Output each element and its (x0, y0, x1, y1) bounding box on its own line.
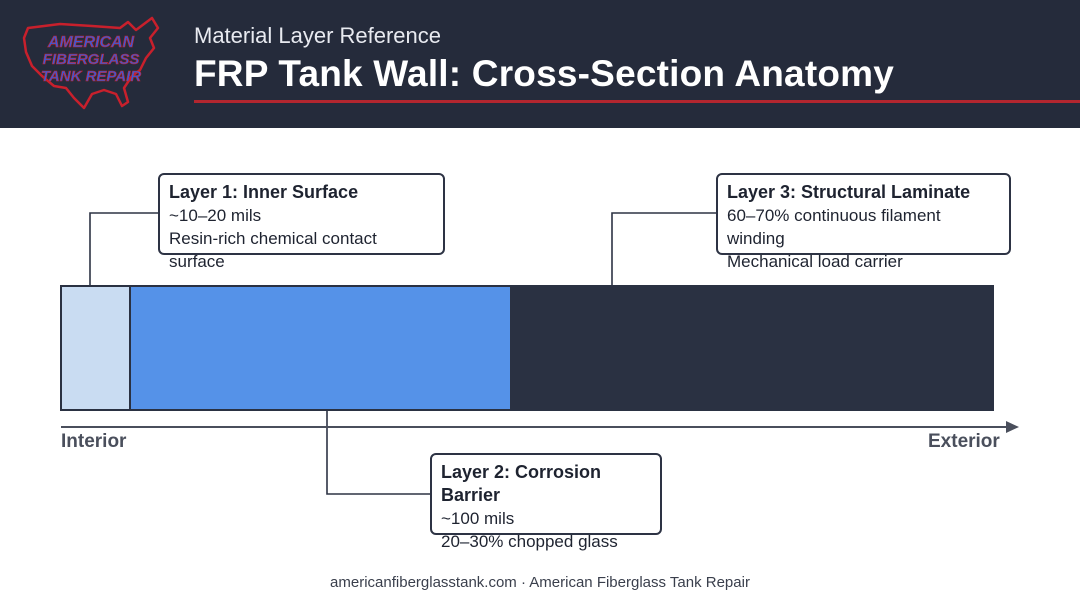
layer1-block (60, 285, 131, 411)
layer3-composition: 60–70% continuous filament winding (727, 206, 941, 248)
layer3-block (510, 285, 994, 411)
layer2-block (129, 285, 512, 411)
layer1-leader-line (89, 212, 159, 286)
layer1-thickness: ~10–20 mils (169, 206, 262, 225)
layer3-callout: Layer 3: Structural Laminate 60–70% cont… (716, 173, 1011, 271)
axis-arrowhead-icon (1006, 421, 1019, 433)
layer1-title: Layer 1: Inner Surface (169, 182, 359, 202)
interior-label: Interior (61, 431, 127, 452)
layer2-title: Layer 2: Corrosion Barrier (441, 462, 602, 505)
logo-text-line2: FIBERGLASS (43, 51, 140, 68)
layer3-description: Mechanical load carrier (727, 252, 903, 271)
title-underline (194, 100, 1080, 103)
header-bar: AMERICAN FIBERGLASS TANK REPAIR Material… (0, 0, 1080, 128)
layer2-leader-line (326, 410, 432, 495)
footer-credit: americanfiberglasstank.com · American Fi… (330, 574, 750, 591)
logo-text-line3: TANK REPAIR (41, 68, 141, 85)
layer3-title: Layer 3: Structural Laminate (727, 182, 971, 202)
logo-text-line1: AMERICAN (47, 34, 135, 51)
layer2-callout: Layer 2: Corrosion Barrier ~100 mils 20–… (430, 453, 662, 551)
page-subtitle: Material Layer Reference (194, 23, 442, 48)
usa-map-outline-icon (22, 16, 160, 110)
exterior-label: Exterior (928, 431, 1000, 452)
layer2-thickness: ~100 mils (441, 509, 515, 528)
layer1-description: Resin-rich chemical contact surface (169, 229, 377, 271)
layer1-callout: Layer 1: Inner Surface ~10–20 mils Resin… (158, 173, 445, 271)
company-logo: AMERICAN FIBERGLASS TANK REPAIR (22, 16, 160, 110)
layer3-leader-line (611, 212, 717, 286)
page-title: FRP Tank Wall: Cross-Section Anatomy (194, 53, 895, 94)
layer2-composition: 20–30% chopped glass (441, 532, 618, 551)
